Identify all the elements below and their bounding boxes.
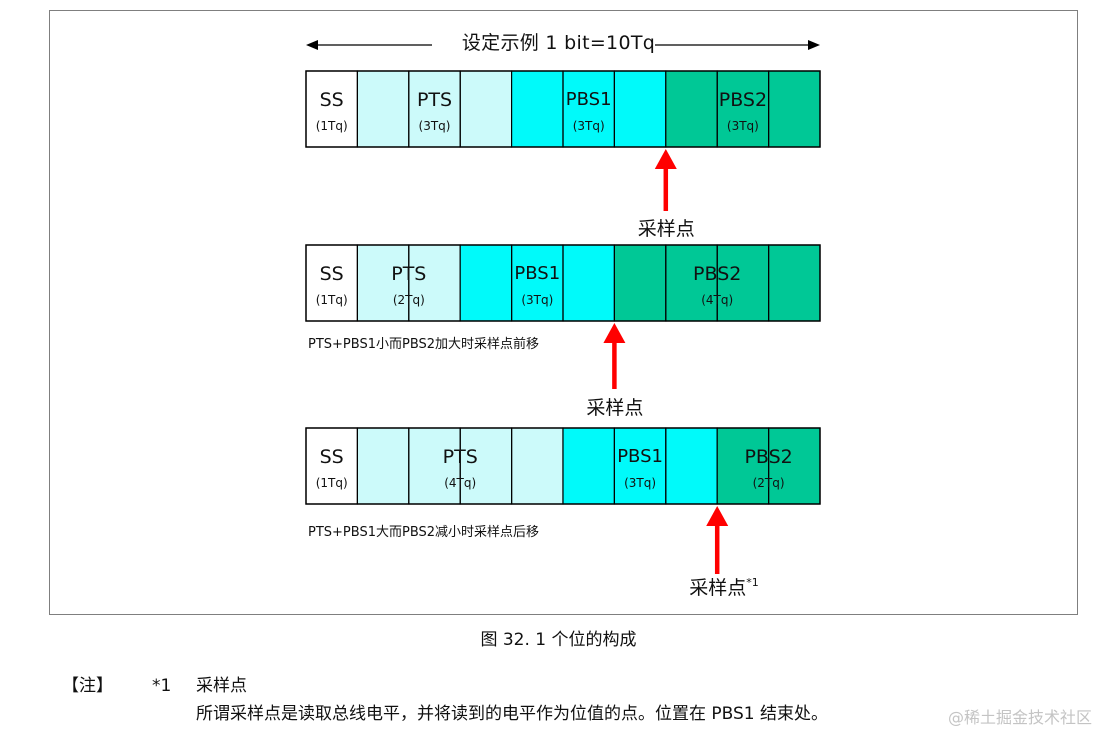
row1-sample-arrow-icon (654, 149, 677, 169)
row3-pbs1-fill (563, 428, 718, 504)
row2-ss-label: SS (319, 263, 344, 285)
footnote-marker: *1 (746, 576, 759, 589)
bit-time-label: 设定示例 1 bit=10Tq (0, 30, 1117, 56)
diagram-frame (49, 10, 1078, 615)
row3-pbs2-label: PBS2 (744, 446, 793, 468)
row2-bit-outline (305, 244, 821, 322)
row1-pts-fill (357, 71, 512, 147)
row2-pts-tq-label: (2Tq) (392, 293, 425, 307)
row2-sample-arrow-icon (603, 323, 626, 343)
note-text: 所谓采样点是读取总线电平，并将读到的电平作为位值的点。位置在 PBS1 结束处。 (196, 704, 829, 724)
row1-pbs1-label: PBS1 (565, 89, 612, 110)
row1-sample-point-label: 采样点 (638, 217, 695, 241)
row1-ss-tq-label: (1Tq) (315, 119, 348, 133)
sample-point-text: 采样点 (586, 397, 644, 419)
note-number: *1 (152, 676, 172, 696)
row3-sample-point-label: 采样点*1 (689, 571, 759, 600)
row2-ss-fill (306, 245, 358, 321)
figure-caption: 图 32. 1 个位的构成 (480, 630, 637, 650)
row1-pbs1-tq-label: (3Tq) (572, 119, 605, 133)
row2-pbs1-label: PBS1 (514, 263, 561, 284)
row3-ss-fill (306, 428, 358, 504)
row3-pts-tq-label: (4Tq) (444, 476, 477, 490)
row3-pbs1-tq-label: (3Tq) (624, 476, 657, 490)
row1-pbs2-tq-label: (3Tq) (726, 119, 759, 133)
row1-ss-fill (306, 71, 358, 147)
row3-caption: PTS+PBS1大而PBS2减小时采样点后移 (308, 525, 540, 540)
sample-point-text: 采样点 (637, 218, 695, 240)
row2-sample-point-label: 采样点 (586, 396, 643, 420)
row2-pbs1-tq-label: (3Tq) (521, 293, 554, 307)
row1-bit-outline (305, 70, 821, 148)
row2-pbs1-fill (460, 245, 615, 321)
row2-pbs2-tq-label: (4Tq) (701, 293, 734, 307)
row3-pbs2-tq-label: (2Tq) (752, 476, 785, 490)
row1-pbs2-label: PBS2 (718, 89, 768, 111)
note-tag: 【注】 (62, 676, 113, 696)
row2-pbs2-label: PBS2 (693, 263, 742, 285)
row1-pbs1-fill (511, 71, 666, 147)
row3-sample-arrow-icon (706, 506, 729, 526)
row3-bit-outline (305, 427, 821, 505)
row2-ss-tq-label: (1Tq) (315, 293, 348, 307)
arrowhead-right-icon (808, 40, 820, 50)
row3-ss-tq-label: (1Tq) (315, 476, 348, 490)
row3-ss-label: SS (319, 446, 344, 468)
watermark: @稀土掘金技术社区 (948, 708, 1093, 727)
sample-point-text: 采样点 (689, 577, 747, 599)
row1-pts-tq-label: (3Tq) (418, 119, 451, 133)
row1-ss-label: SS (319, 89, 344, 111)
row3-pts-label: PTS (442, 446, 478, 468)
row1-pts-label: PTS (416, 89, 453, 111)
note-title: 采样点 (196, 676, 247, 696)
row2-pts-label: PTS (391, 263, 427, 285)
row2-caption: PTS+PBS1小而PBS2加大时采样点前移 (308, 337, 540, 352)
arrowhead-left-icon (306, 40, 318, 50)
row3-pbs1-label: PBS1 (617, 446, 663, 467)
row1-pbs2-fill (665, 71, 820, 147)
